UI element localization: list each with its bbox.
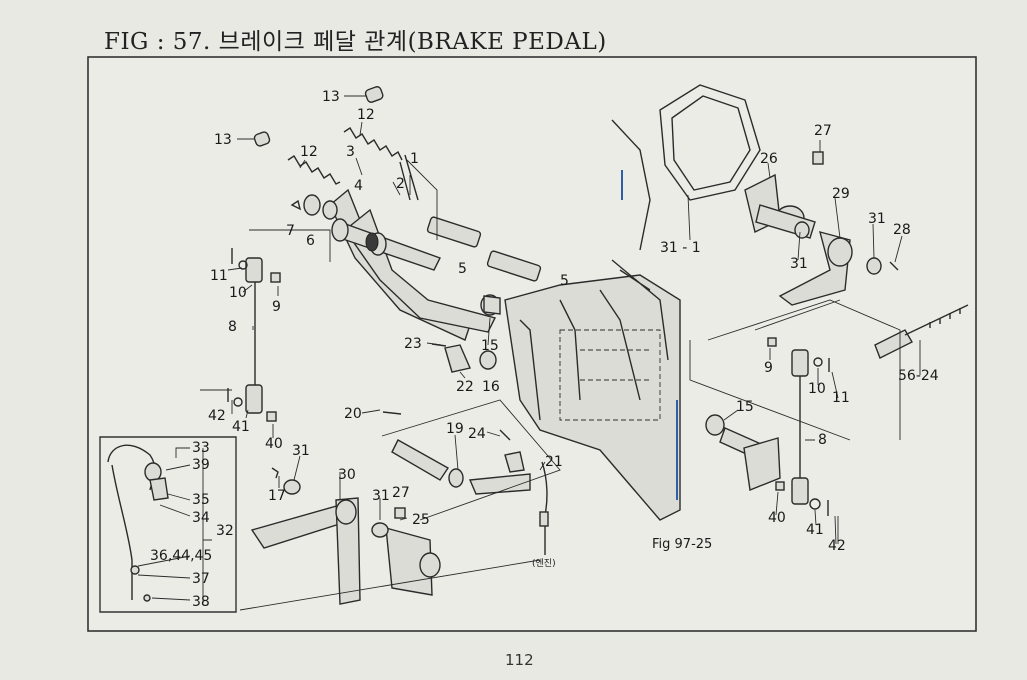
callout-11b: 11	[832, 390, 850, 406]
callout-27a: 27	[814, 123, 832, 139]
callout-35: 35	[192, 492, 210, 508]
callout-16: 16	[482, 379, 500, 395]
callout-3: 3	[346, 144, 355, 160]
callout-40b: 40	[768, 510, 786, 526]
callout-42b: 42	[828, 538, 846, 554]
figure-reference: Fig 97-25	[652, 537, 712, 552]
callout-29: 29	[832, 186, 850, 202]
callout-15a: 15	[481, 338, 499, 354]
callout-7: 7	[286, 223, 295, 239]
callout-12a: 12	[357, 107, 375, 123]
callout-36: 36,44,45	[150, 548, 212, 564]
callout-5b: 5	[560, 273, 569, 289]
callout-28: 28	[893, 222, 911, 238]
callout-31-1: 31 - 1	[660, 240, 701, 256]
callout-15b: 15	[736, 399, 754, 415]
figure-title: FIG : 57. 브레이크 페달 관계(BRAKE PEDAL)	[104, 29, 607, 55]
callout-31b: 31	[372, 488, 390, 504]
callout-37: 37	[192, 571, 210, 587]
callout-26: 26	[760, 151, 778, 167]
callout-9a: 9	[272, 299, 281, 315]
callout-25: 25	[412, 512, 430, 528]
mounting-frame	[504, 170, 681, 521]
callout-20: 20	[344, 406, 362, 422]
upper-right-assembly	[611, 84, 969, 359]
callout-23: 23	[404, 336, 422, 352]
page-number: 112	[505, 651, 534, 669]
engine-note: (엔진)	[532, 558, 556, 569]
callout-31d: 31	[790, 256, 808, 272]
lower-center-assembly	[250, 343, 549, 605]
callout-11a: 11	[210, 268, 228, 284]
cable-assembly-inset	[107, 444, 169, 602]
callout-22: 22	[456, 379, 474, 395]
callout-33: 33	[192, 440, 210, 456]
callout-31c: 31	[868, 211, 886, 227]
callout-21: 21	[545, 454, 563, 470]
callout-10a: 10	[229, 285, 247, 301]
callout-24: 24	[468, 426, 486, 442]
callout-12b: 12	[300, 144, 318, 160]
rod-right	[705, 337, 830, 516]
callout-42a: 42	[208, 408, 226, 424]
callout-34: 34	[192, 510, 210, 526]
callout-8b: 8	[818, 432, 827, 448]
callout-1: 1	[410, 151, 419, 167]
callout-8a: 8	[228, 319, 237, 335]
callout-38: 38	[192, 594, 210, 610]
callout-31a: 31	[292, 443, 310, 459]
inset-cable-box	[99, 436, 237, 613]
callout-40a: 40	[265, 436, 283, 452]
callout-13a: 13	[322, 89, 340, 105]
callout-13b: 13	[214, 132, 232, 148]
callout-5a: 5	[458, 261, 467, 277]
pedal-cluster	[253, 86, 542, 341]
callout-19: 19	[446, 421, 464, 437]
callout-39: 39	[192, 457, 210, 473]
callout-9b: 9	[764, 360, 773, 376]
callout-17: 17	[268, 488, 286, 504]
callout-2: 2	[396, 176, 405, 192]
callout-4: 4	[354, 178, 363, 194]
callout-41a: 41	[232, 419, 250, 435]
callout-27b: 27	[392, 485, 410, 501]
callout-10b: 10	[808, 381, 826, 397]
callout-6: 6	[306, 233, 315, 249]
callout-30: 30	[338, 467, 356, 483]
callout-56-24: 56-24	[898, 368, 939, 384]
callout-41b: 41	[806, 522, 824, 538]
rod-left	[227, 248, 281, 422]
callout-32: 32	[216, 523, 234, 539]
